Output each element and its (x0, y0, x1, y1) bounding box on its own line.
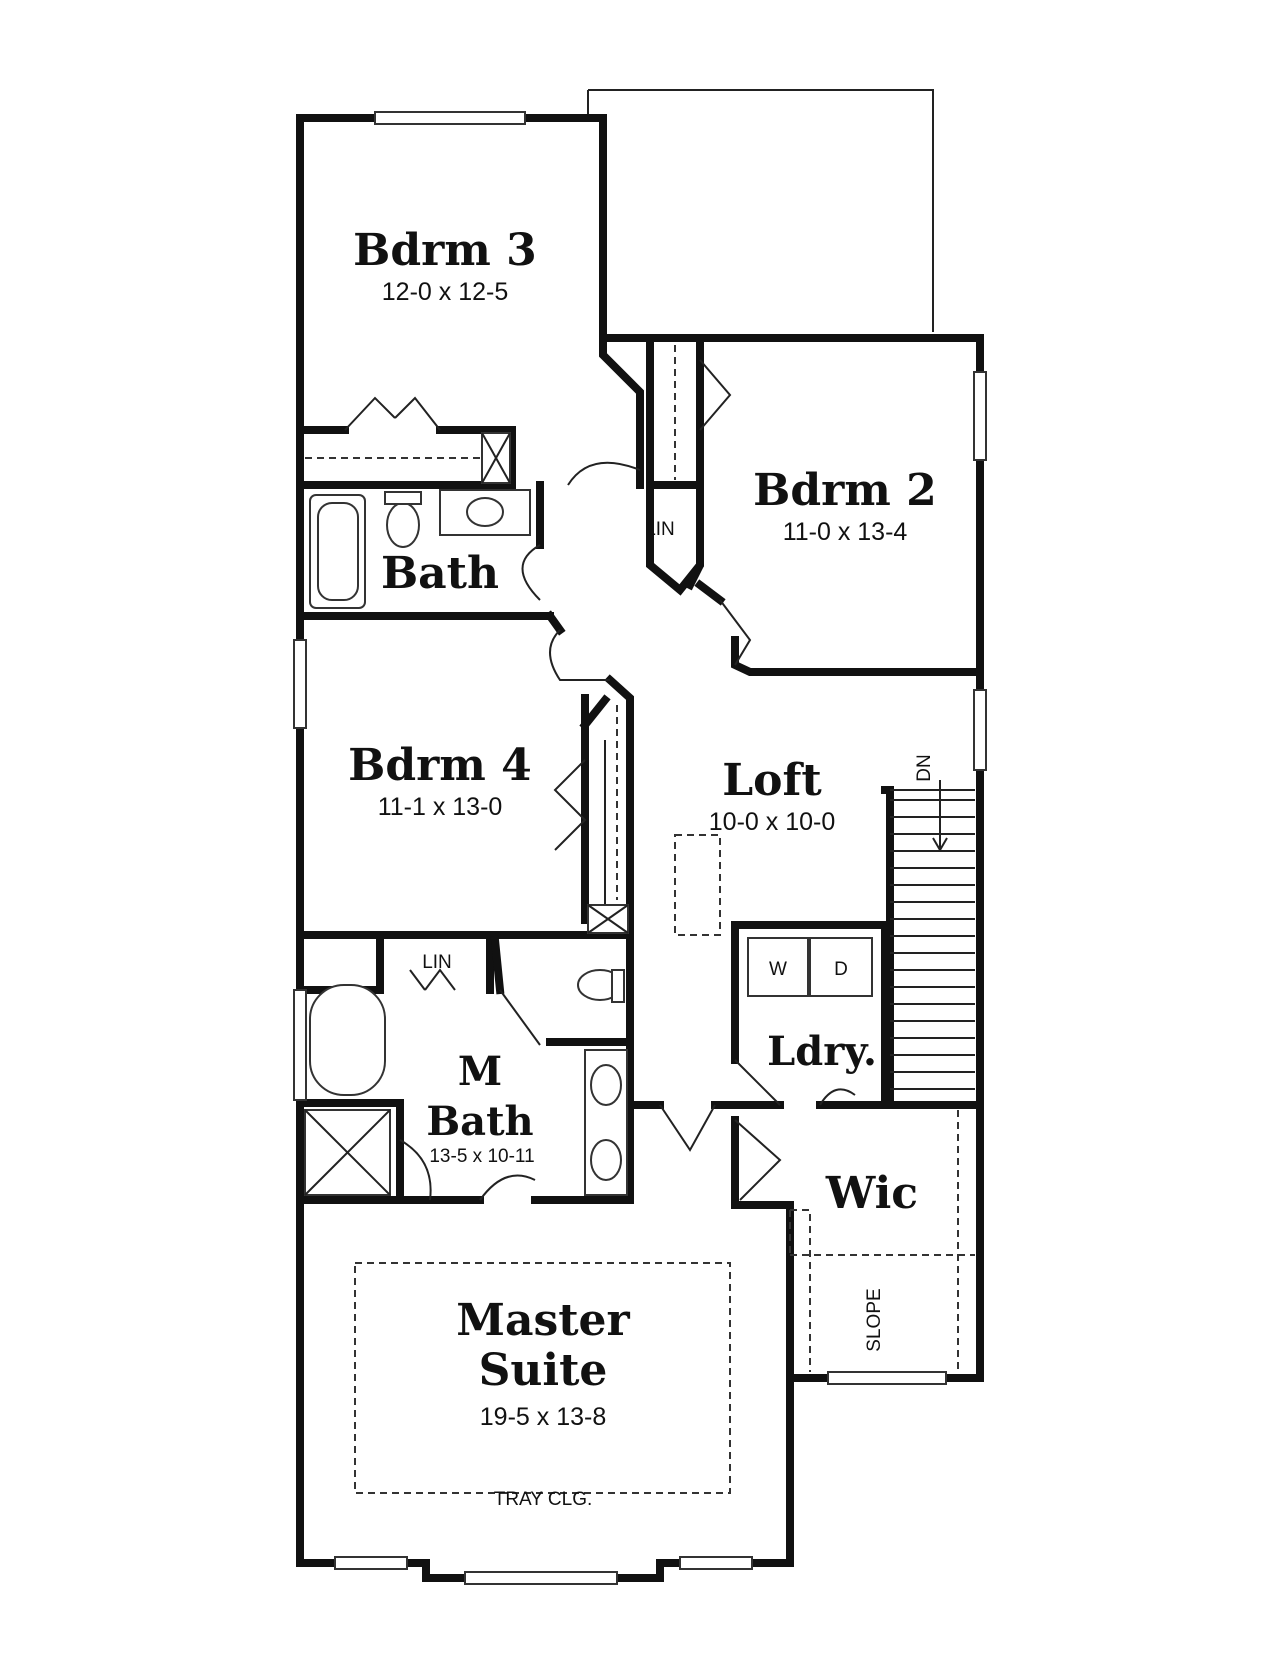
room-name-bdrm2: Bdrm 2 (753, 465, 937, 516)
room-dims-loft: 10-0 x 10-0 (709, 808, 835, 836)
dryer-label: D (834, 959, 848, 980)
stairs (881, 780, 975, 1109)
roof-outline (587, 89, 934, 332)
door-swings (344, 359, 856, 1201)
room-dims-bdrm4: 11-1 x 13-0 (378, 793, 503, 821)
linen-label-upper: LIN (645, 519, 675, 540)
room-dims-bdrm3: 12-0 x 12-5 (382, 278, 508, 306)
exterior-walls (296, 114, 984, 1582)
windows (293, 111, 987, 1585)
room-name-mbath-bath: Bath (426, 1098, 533, 1145)
room-labels: Bdrm 3 12-0 x 12-5 Bdrm 2 11-0 x 13-4 Ba… (348, 225, 937, 1510)
room-name-master-line1: Master (456, 1295, 630, 1346)
room-name-ldry: Ldry. (767, 1028, 877, 1075)
room-dims-mbath: 13-5 x 10-11 (429, 1146, 534, 1167)
room-name-bdrm4: Bdrm 4 (348, 740, 532, 791)
stair-treads (890, 799, 975, 1090)
room-name-wic: Wic (825, 1168, 918, 1219)
stair-down-label: DN (914, 754, 935, 781)
room-dims-master: 19-5 x 13-8 (480, 1403, 606, 1431)
slope-label: SLOPE (864, 1288, 885, 1351)
room-dims-bdrm2: 11-0 x 13-4 (783, 518, 908, 546)
tray-ceiling-note: TRAY CLG. (494, 1489, 593, 1510)
closet-shelves (305, 345, 975, 1494)
room-name-loft: Loft (722, 755, 822, 806)
linen-label-lower: LIN (422, 952, 452, 973)
plumbing-fixtures (304, 489, 873, 1196)
washer-label: W (769, 959, 787, 980)
room-name-mbath-m: M (458, 1048, 502, 1095)
room-name-master-line2: Suite (479, 1345, 608, 1396)
room-name-bdrm3: Bdrm 3 (353, 225, 537, 276)
room-name-bath: Bath (381, 548, 499, 599)
interior-walls (296, 334, 984, 1382)
